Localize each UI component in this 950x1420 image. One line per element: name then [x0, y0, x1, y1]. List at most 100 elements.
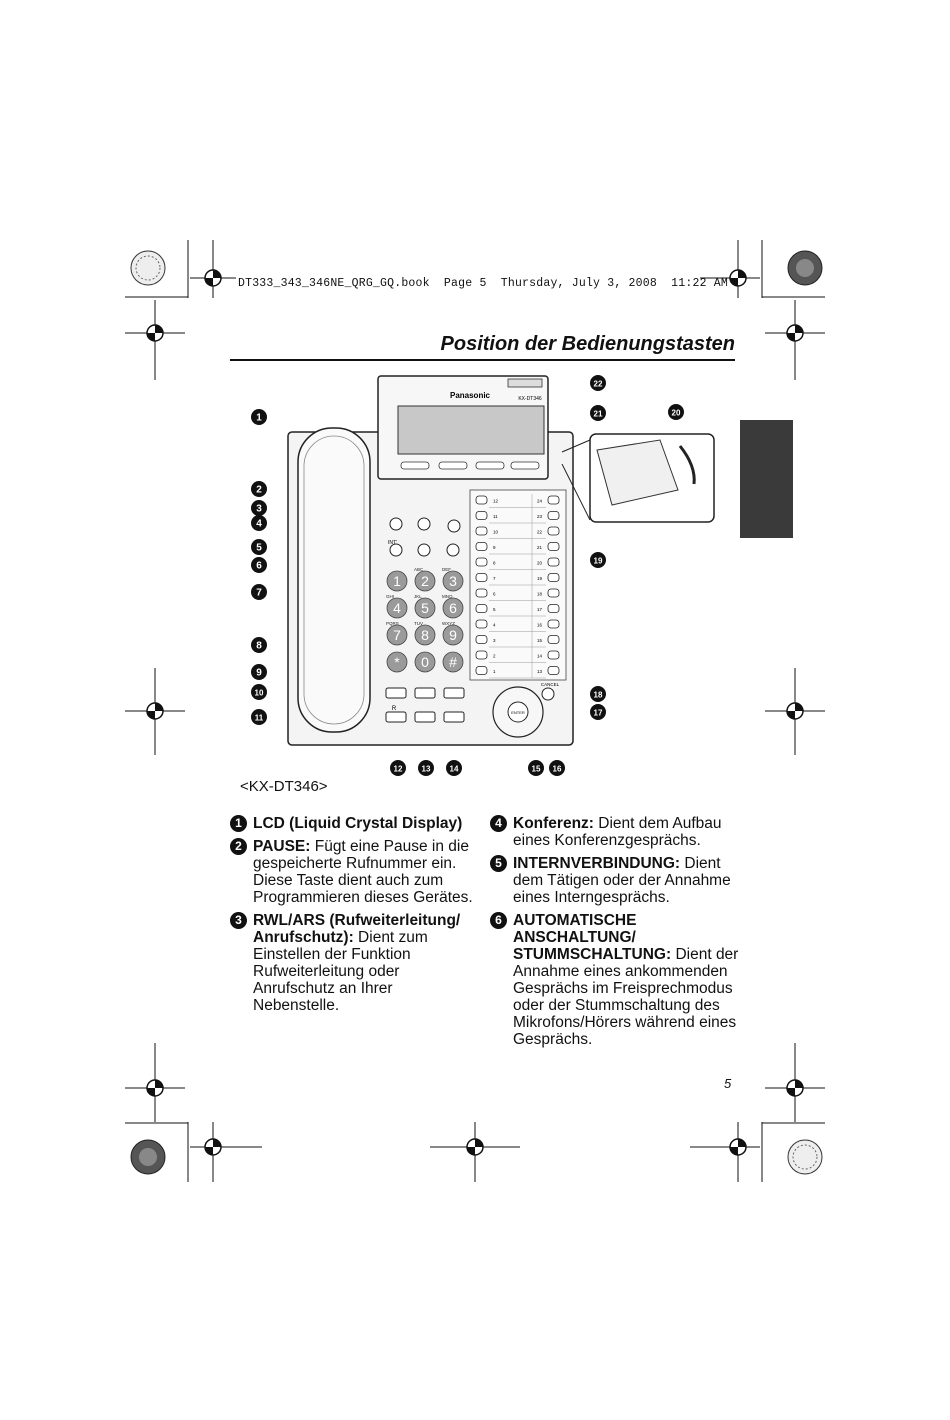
message-lamp: [507, 378, 543, 388]
dss-key-left[interactable]: [475, 542, 488, 551]
legend-number: 5: [490, 855, 507, 872]
dss-key-right[interactable]: [547, 619, 560, 629]
function-keys: [385, 517, 465, 723]
dss-key-right[interactable]: [547, 604, 560, 613]
legend-term: INTERNVERBINDUNG:: [513, 855, 681, 872]
keypad-letters: GHI: [386, 594, 394, 599]
dss-key-left[interactable]: [475, 619, 488, 629]
callout-15: 15: [528, 760, 544, 776]
callout-7: 7: [251, 584, 267, 600]
callout-9: 9: [251, 664, 267, 680]
keypad-digit: 3: [449, 573, 457, 589]
dss-key-right[interactable]: [547, 511, 560, 520]
soft-keys: [400, 461, 540, 470]
legend-text: Dient dem Tätigen oder der Annahme eines…: [513, 855, 731, 906]
dss-key-right[interactable]: [547, 650, 560, 660]
dss-key-right[interactable]: [547, 542, 560, 551]
keypad-digit: 2: [421, 573, 429, 589]
keypad-letters: DEF: [442, 567, 451, 572]
dss-key-right[interactable]: [547, 495, 560, 505]
keypad-digit: 6: [449, 600, 457, 616]
dss-label-right: 18: [537, 592, 543, 597]
dss-key-right[interactable]: [547, 573, 560, 582]
dss-label-left: 10: [493, 530, 499, 535]
keypad-digit: 5: [421, 600, 429, 616]
callout-4: 4: [251, 515, 267, 531]
r-key-label: R: [392, 706, 397, 712]
legend-text: Dient dem Aufbau eines Konferenzgespräch…: [513, 815, 722, 849]
svg-text:15: 15: [532, 765, 541, 774]
keypad-letters: TUV: [414, 621, 423, 626]
keypad-digit: 9: [449, 627, 457, 643]
dss-key-left[interactable]: [475, 495, 488, 505]
dss-label-right: 15: [537, 638, 543, 643]
dss-label-right: 13: [537, 669, 543, 674]
legend-number: 3: [230, 912, 247, 929]
dss-label-left: 12: [493, 499, 499, 504]
svg-text:3: 3: [256, 504, 262, 515]
dss-key-left[interactable]: [475, 526, 488, 536]
dss-label-left: 1: [493, 669, 496, 674]
dss-label-right: 21: [537, 545, 543, 550]
page-title: Position der Bedienungstasten: [440, 333, 735, 355]
lcd-screen: [397, 405, 545, 455]
dss-label-left: 6: [493, 592, 496, 597]
keypad-key[interactable]: #: [442, 651, 464, 673]
dss-label-left: 2: [493, 654, 496, 659]
title-rule: [230, 359, 735, 361]
dss-key-left[interactable]: [475, 604, 488, 613]
dss-key-right[interactable]: [547, 526, 560, 536]
svg-text:7: 7: [256, 588, 262, 599]
dss-key-left[interactable]: [475, 666, 488, 675]
callout-19: 19: [590, 552, 606, 568]
section-thumb-tab: [740, 420, 793, 538]
svg-text:2: 2: [256, 485, 262, 496]
dss-key-left[interactable]: [475, 573, 488, 582]
dss-label-left: 4: [493, 623, 496, 628]
legend-number: 2: [230, 838, 247, 855]
dss-key-left[interactable]: [475, 557, 488, 567]
keypad-letters: MNO: [442, 594, 453, 599]
dss-key-left[interactable]: [475, 588, 488, 598]
keypad-key[interactable]: 1: [386, 570, 408, 592]
keypad-letters: ABC: [414, 567, 424, 572]
keypad-key[interactable]: 0: [414, 651, 436, 673]
dss-key-left[interactable]: [475, 650, 488, 660]
callout-12: 12: [390, 760, 406, 776]
svg-text:16: 16: [553, 765, 562, 774]
brand-text: Panasonic: [450, 391, 491, 400]
keypad-key[interactable]: *: [386, 651, 408, 673]
dss-label-left: 11: [493, 514, 498, 519]
dss-key-right[interactable]: [547, 557, 560, 567]
keypad-digit: 8: [421, 627, 429, 643]
handset: [297, 427, 371, 733]
svg-text:9: 9: [256, 668, 262, 679]
keypad-digit: *: [394, 654, 400, 670]
callout-13: 13: [418, 760, 434, 776]
dss-key-right[interactable]: [547, 666, 560, 675]
callout-21: 21: [590, 405, 606, 421]
dss-key-right[interactable]: [547, 588, 560, 598]
dss-key-right[interactable]: [547, 635, 560, 644]
dss-key-left[interactable]: [475, 635, 488, 644]
legend-term: Konferenz:: [513, 815, 594, 832]
svg-text:11: 11: [255, 714, 264, 723]
callout-1: 1: [251, 409, 267, 425]
dss-label-left: 5: [493, 607, 496, 612]
callout-17: 17: [590, 704, 606, 720]
dss-label-right: 16: [537, 623, 543, 628]
svg-text:1: 1: [256, 413, 262, 424]
svg-text:20: 20: [672, 409, 681, 418]
callout-8: 8: [251, 637, 267, 653]
dss-key-left[interactable]: [475, 511, 488, 520]
